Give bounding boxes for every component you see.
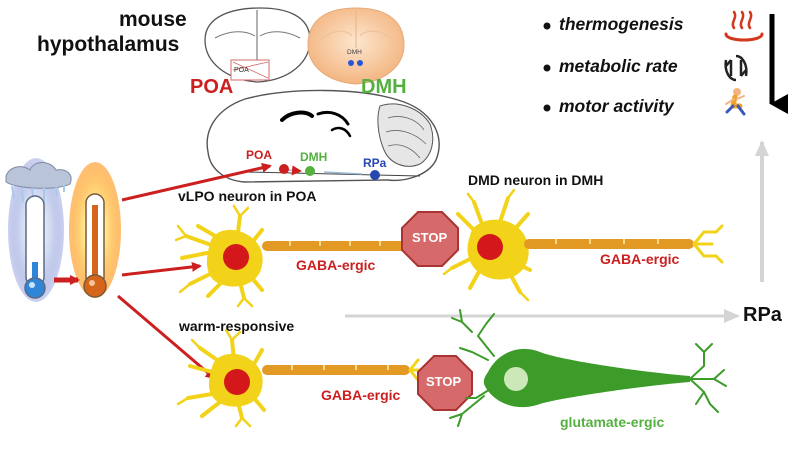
- stop-label-top: STOP: [412, 230, 448, 245]
- glutamate-neuron: [449, 309, 727, 427]
- gaba-label-bottom: GABA-ergic: [321, 387, 401, 403]
- bullet-dot: [543, 64, 551, 72]
- sagittal-rpa-label: RPa: [363, 156, 387, 170]
- poa-inset-label: POA: [234, 67, 249, 74]
- title-hypothalamus: hypothalamus: [37, 33, 180, 56]
- coronal-section-dmh: [307, 7, 405, 85]
- rpa-label: RPa: [743, 304, 782, 326]
- gaba-label-top-left: GABA-ergic: [296, 257, 376, 273]
- hot-springs-icon: [724, 10, 764, 42]
- vlpo-neuron-top: [174, 204, 422, 308]
- vlpo-neuron-bottom: [176, 328, 422, 428]
- warm-responsive-label: warm-responsive: [179, 318, 295, 334]
- poa-label: POA: [190, 76, 234, 98]
- arrow-to-vlpo-bottom: [117, 294, 216, 380]
- sagittal-rpa-dot: [370, 170, 380, 180]
- coronal-section-poa: [204, 7, 311, 83]
- bullet-dot: [543, 104, 551, 112]
- sagittal-poa-dot: [279, 164, 289, 174]
- arrow-to-vlpo-top: [121, 261, 202, 277]
- effect-motor-activity: motor activity: [559, 96, 674, 116]
- arrow-to-poa: [121, 162, 272, 202]
- gaba-label-top-right: GABA-ergic: [600, 251, 680, 267]
- stop-label-bottom: STOP: [426, 374, 462, 389]
- sagittal-dmh-dot: [305, 166, 315, 176]
- warm-thermometer-icon: [69, 162, 121, 298]
- dmd-neuron-label: DMD neuron in DMH: [468, 172, 604, 188]
- title-mouse: mouse: [119, 8, 187, 31]
- running-person-icon: [725, 88, 746, 116]
- refresh-arrows-icon: [724, 54, 748, 82]
- stop-sign-top: [401, 211, 459, 267]
- sagittal-brain: [206, 89, 440, 183]
- dmh-label: DMH: [361, 76, 407, 98]
- effect-metabolic-rate: metabolic rate: [559, 56, 678, 76]
- bullet-dot: [543, 22, 551, 30]
- glutamate-label: glutamate-ergic: [560, 414, 665, 430]
- dmh-inset-label: DMH: [347, 49, 362, 56]
- dmd-neuron: [442, 188, 724, 302]
- sagittal-dmh-label: DMH: [300, 150, 328, 164]
- stop-sign-bottom: [417, 355, 473, 411]
- vlpo-neuron-label: vLPO neuron in POA: [178, 188, 317, 204]
- effect-thermogenesis: thermogenesis: [559, 14, 684, 34]
- cold-thermometer-icon: [5, 158, 72, 302]
- sagittal-poa-label: POA: [246, 148, 273, 162]
